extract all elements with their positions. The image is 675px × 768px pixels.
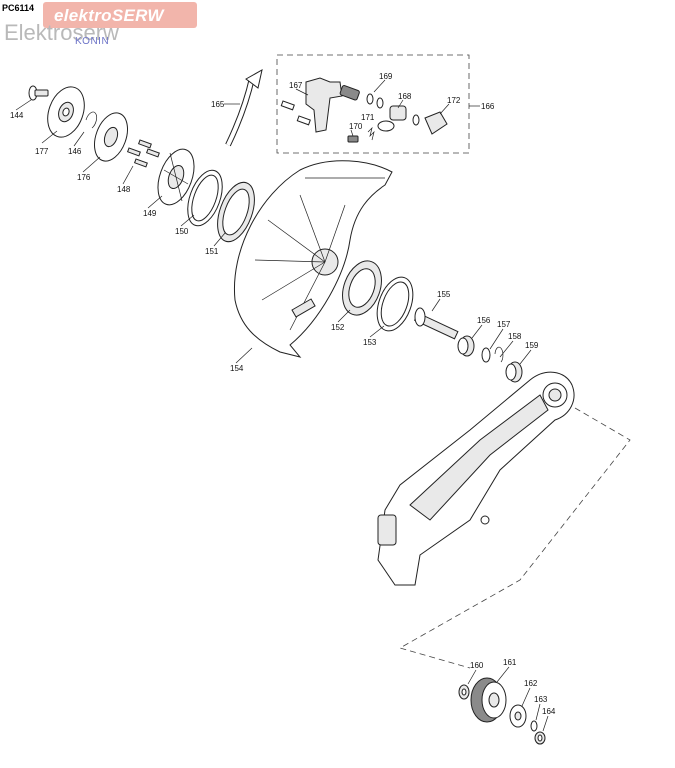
part-162-washer <box>509 704 527 728</box>
part-155-spindle-shaft <box>413 307 459 340</box>
part-157-washer <box>481 347 491 363</box>
part-172-cap <box>412 111 448 135</box>
brand-logo: elektroSERW <box>54 6 164 25</box>
label-163: 163 <box>534 695 548 704</box>
part-154-blade-guard <box>233 160 393 358</box>
part-166-group-box <box>276 54 470 154</box>
label-153: 153 <box>363 338 377 347</box>
label-155: 155 <box>437 290 451 299</box>
label-177: 177 <box>35 147 49 156</box>
part-164-nut <box>534 731 546 745</box>
part-153-ring <box>376 276 414 332</box>
label-169: 169 <box>379 72 393 81</box>
label-170: 170 <box>349 122 363 131</box>
label-151: 151 <box>205 247 219 256</box>
label-152: 152 <box>331 323 345 332</box>
label-157: 157 <box>497 320 511 329</box>
part-160-washer <box>458 684 470 700</box>
part-148-screws <box>126 139 160 168</box>
part-149-hub-plate <box>157 148 195 206</box>
label-150: 150 <box>175 227 189 236</box>
label-158: 158 <box>508 332 522 341</box>
part-167-bracket <box>280 77 343 133</box>
part-156-bearing <box>457 335 475 357</box>
label-167: 167 <box>289 81 303 90</box>
part-159-bearing <box>505 361 523 383</box>
arm-dashed-guide <box>398 407 631 669</box>
watermark-text: Elektroserw <box>4 20 119 45</box>
label-149: 149 <box>143 209 157 218</box>
part-169-valve <box>339 85 384 109</box>
label-148: 148 <box>117 185 131 194</box>
label-168: 168 <box>398 92 412 101</box>
brand-logo-background <box>43 2 197 28</box>
label-154: 154 <box>230 364 244 373</box>
label-162: 162 <box>524 679 538 688</box>
label-165: 165 <box>211 100 225 109</box>
part-144-bolt <box>28 85 49 101</box>
watermark-subtext: KONIN <box>75 36 110 47</box>
part-163-washer <box>530 720 538 732</box>
label-161: 161 <box>503 658 517 667</box>
label-144: 144 <box>10 111 24 120</box>
part-150-ring <box>187 169 223 227</box>
label-146: 146 <box>68 147 82 156</box>
label-166: 166 <box>481 102 495 111</box>
part-165-rotation-arrow <box>225 69 263 147</box>
page-code: PC6114 <box>2 3 35 13</box>
part-151-bearing-ring <box>217 181 255 243</box>
label-164: 164 <box>542 707 556 716</box>
label-171: 171 <box>361 113 375 122</box>
part-158-circlip <box>494 346 504 363</box>
part-161-belt-pulley <box>470 677 507 723</box>
part-171-spring <box>367 126 375 141</box>
part-146-circlip <box>85 111 98 129</box>
label-160: 160 <box>470 661 484 670</box>
part-176-inner-flange <box>94 112 128 162</box>
part-170-nozzle <box>347 135 359 143</box>
part-177-outer-flange <box>47 86 85 138</box>
part-152-clamp-plate <box>342 260 382 316</box>
label-159: 159 <box>525 341 539 350</box>
part-arm-housing <box>377 371 575 586</box>
label-172: 172 <box>447 96 461 105</box>
label-156: 156 <box>477 316 491 325</box>
part-168-elbow <box>377 105 407 132</box>
label-176: 176 <box>77 173 91 182</box>
